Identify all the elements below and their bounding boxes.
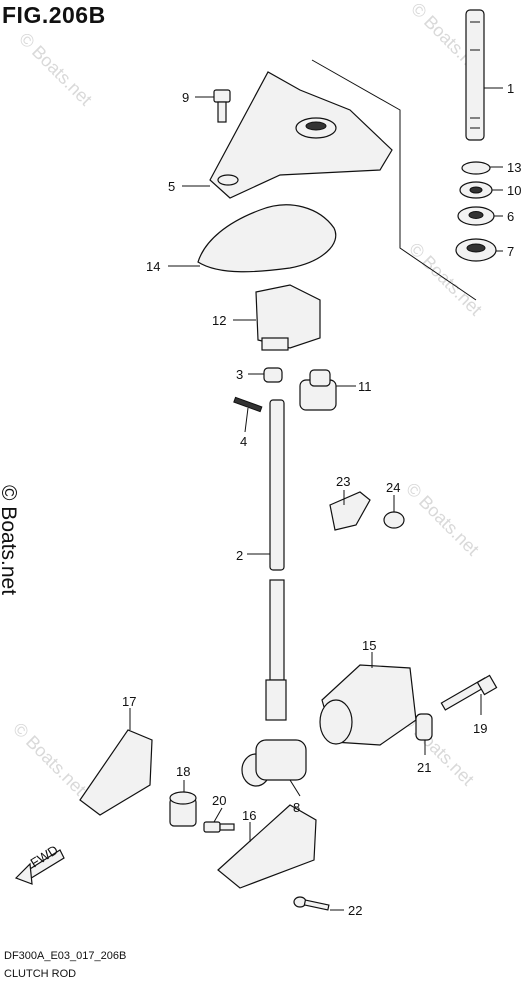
part-24-cap [383,511,405,529]
watermark-1: © Boats.net [15,29,96,110]
part-21-sleeve [415,713,433,741]
callout-part-2: 2 [236,548,243,563]
callout-part-4: 4 [240,434,247,449]
callout-part-5: 5 [168,179,175,194]
callout-part-21: 21 [417,760,431,775]
callout-part-15: 15 [362,638,376,653]
callout-part-9: 9 [182,90,189,105]
part-10-washer [459,181,493,199]
callout-part-12: 12 [212,313,226,328]
callout-part-6: 6 [507,209,514,224]
diagram-subtitle: CLUTCH ROD [4,968,77,980]
part-2-clutch-rod [265,399,287,721]
callout-part-10: 10 [507,183,521,198]
part-20-screw [203,821,235,833]
assembly-leader-line [311,59,477,301]
fwd-arrow-icon: FWD [14,842,65,885]
callout-part-14: 14 [146,259,160,274]
part-9-bolt [213,89,231,123]
part-11-gear [299,369,337,411]
callout-part-18: 18 [176,764,190,779]
watermark-5: © Boats.net [9,719,90,800]
part-4-pin [233,396,263,413]
callout-part-23: 23 [336,474,350,489]
part-19-bolt [440,674,498,711]
callout-part-8: 8 [293,800,300,815]
part-16-plate [217,804,317,889]
part-17-cover [79,729,153,816]
part-3-collar [263,367,283,383]
callout-part-24: 24 [386,480,400,495]
callout-part-1: 1 [507,81,514,96]
watermark-4: © Boats.net [402,479,483,560]
callout-part-19: 19 [473,721,487,736]
part-23-clip [329,491,371,531]
callout-part-7: 7 [507,244,514,259]
part-1-shaft [465,9,485,141]
callout-part-3: 3 [236,367,243,382]
part-14-gasket [197,204,337,273]
callout-part-11: 11 [358,379,372,394]
part-13-snap-ring [461,161,491,175]
figure-title: FIG.206B [2,2,106,28]
part-6-seal [457,206,495,226]
diagram-code: DF300A_E03_017_206B [4,950,127,962]
callout-part-17: 17 [122,694,136,709]
part-18-bushing [169,791,197,827]
part-15-housing [319,664,417,746]
part-22-screw [293,896,330,911]
callouts: 1 2 3 4 5 6 7 8 9 10 11 12 13 14 15 16 1… [122,81,521,918]
part-5-bracket [209,71,393,199]
part-7-bushing [455,238,497,262]
callout-part-20: 20 [212,793,226,808]
leader-lines [129,87,503,911]
callout-part-16: 16 [242,808,256,823]
callout-part-13: 13 [507,160,521,175]
callout-part-22: 22 [348,903,362,918]
part-8-cam [241,739,307,787]
part-12-guide [255,284,321,351]
